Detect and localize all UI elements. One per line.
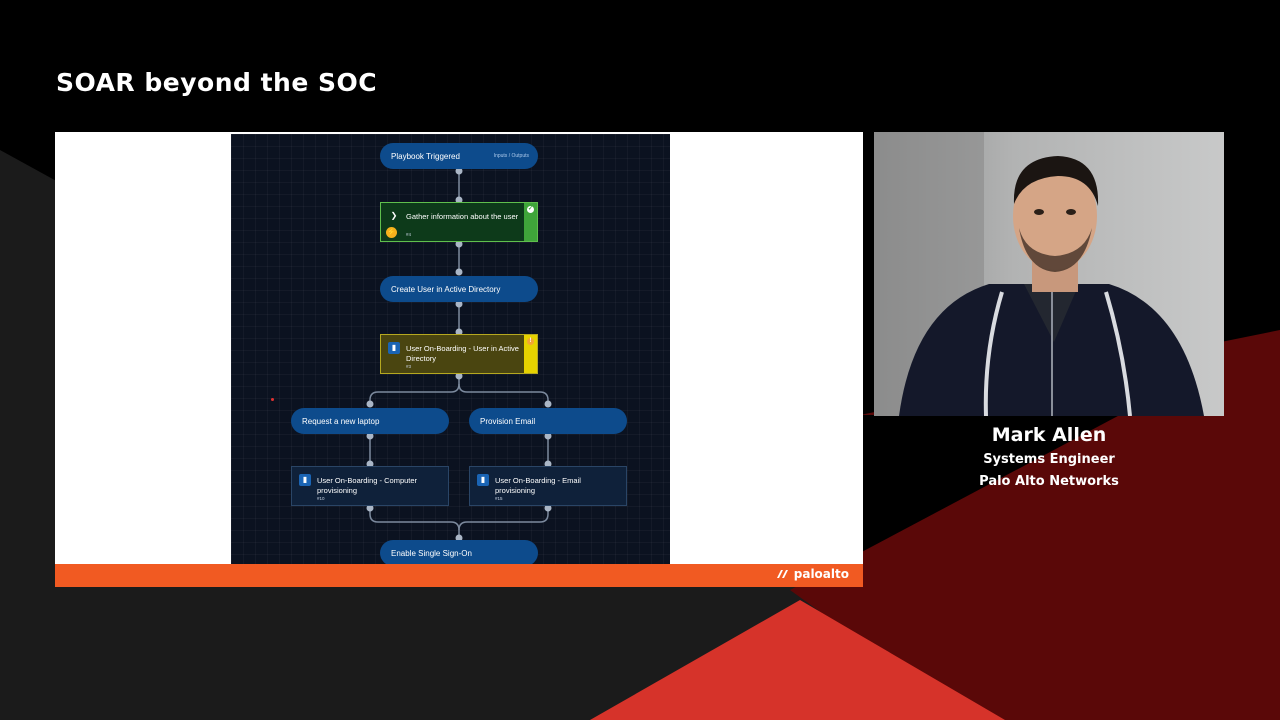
task-email-provisioning[interactable]: ▮ User On-Boarding - Email provisioning … — [469, 466, 627, 506]
task-gather-user-info[interactable]: ❯ Gather information about the user ⚡ #4… — [380, 202, 538, 242]
task-create-user-ad[interactable]: Create User in Active Directory — [380, 276, 538, 302]
task-enable-sso[interactable]: Enable Single Sign-On — [380, 540, 538, 564]
task-label: Create User in Active Directory — [391, 284, 501, 294]
speaker-figure — [874, 132, 1204, 416]
pointer-dot — [271, 398, 274, 401]
task-number: #4 — [406, 232, 412, 237]
book-icon: ▮ — [388, 342, 400, 354]
task-label: User On-Boarding - User in Active Direct… — [406, 344, 519, 363]
check-icon: ✓ — [527, 206, 534, 213]
task-computer-provisioning[interactable]: ▮ User On-Boarding - Computer provisioni… — [291, 466, 449, 506]
task-user-onboarding-ad[interactable]: ▮ User On-Boarding - User in Active Dire… — [380, 334, 538, 374]
task-label: User On-Boarding - Computer provisioning — [317, 476, 418, 495]
speaker-company: Palo Alto Networks — [979, 474, 1119, 489]
playbook-triggered-node[interactable]: Playbook Triggered Inputs / Outputs — [380, 143, 538, 169]
paloalto-logo-icon — [776, 570, 788, 578]
playbook-connectors — [366, 167, 552, 542]
paloalto-logo: paloalto — [776, 567, 849, 581]
playbook-canvas[interactable]: Playbook Triggered Inputs / Outputs ❯ Ga… — [231, 134, 670, 564]
task-request-laptop[interactable]: Request a new laptop — [291, 408, 449, 434]
bolt-icon: ⚡ — [386, 227, 397, 238]
task-status-complete: ✓ — [524, 203, 537, 241]
speaker-name: Mark Allen — [991, 424, 1107, 446]
task-number: #3 — [406, 364, 412, 369]
task-number: #15 — [495, 496, 503, 501]
speaker-video — [874, 132, 1224, 416]
alert-icon: ! — [527, 338, 534, 345]
inputs-outputs-link[interactable]: Inputs / Outputs — [493, 153, 529, 159]
chevron-icon: ❯ — [390, 211, 398, 220]
slide-footer-bar: paloalto — [55, 564, 863, 587]
task-provision-email[interactable]: Provision Email — [469, 408, 627, 434]
task-label: Request a new laptop — [302, 416, 380, 426]
book-icon: ▮ — [477, 474, 489, 486]
speaker-role: Systems Engineer — [983, 452, 1115, 467]
task-label: User On-Boarding - Email provisioning — [495, 476, 581, 495]
shared-slide: Playbook Triggered Inputs / Outputs ❯ Ga… — [55, 132, 863, 587]
book-icon: ▮ — [299, 474, 311, 486]
task-label: Gather information about the user — [406, 212, 519, 221]
task-status-warning: ! — [524, 335, 537, 373]
page-title: SOAR beyond the SOC — [56, 68, 378, 97]
task-label: Provision Email — [480, 416, 536, 426]
logo-text: paloalto — [793, 567, 849, 581]
trigger-label: Playbook Triggered — [391, 151, 460, 161]
task-label: Enable Single Sign-On — [391, 548, 472, 558]
task-number: #10 — [317, 496, 325, 501]
